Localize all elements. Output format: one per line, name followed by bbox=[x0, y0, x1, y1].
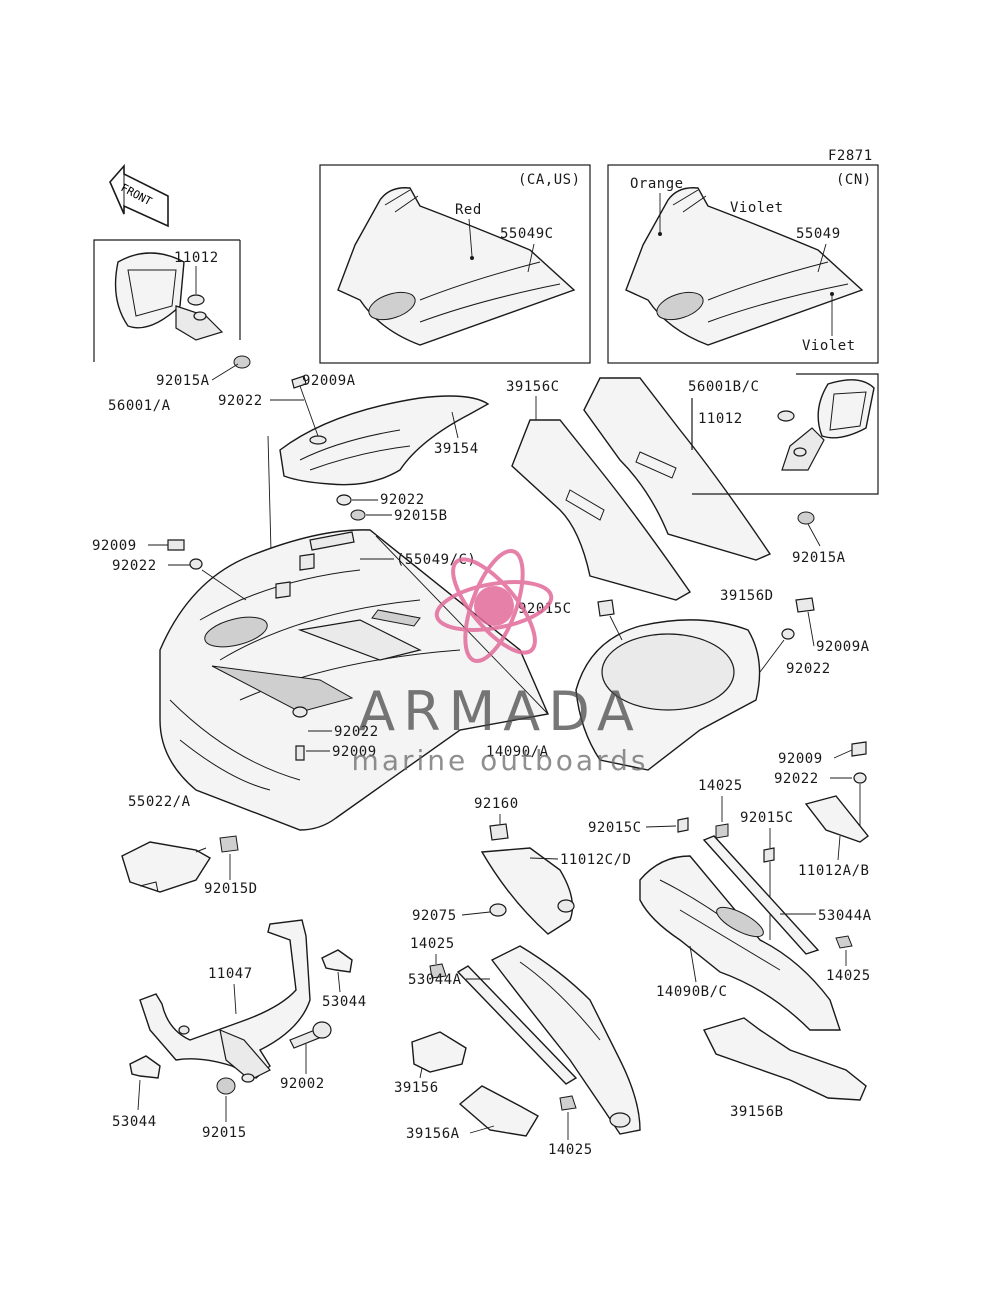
label-92022-lower: 92022 bbox=[334, 724, 379, 740]
label-56001bc: 56001B/C bbox=[688, 379, 759, 395]
box-ca-us-title: (CA,US) bbox=[518, 172, 581, 188]
label-92022-mid: 92022 bbox=[380, 492, 425, 508]
label-92015d: 92015D bbox=[204, 881, 258, 897]
label-39154: 39154 bbox=[434, 441, 479, 457]
label-92015-bottom: 92015 bbox=[202, 1125, 247, 1141]
label-14025-left: 14025 bbox=[410, 936, 455, 952]
label-92009-left: 92009 bbox=[92, 538, 137, 554]
label-11012-right: 11012 bbox=[698, 411, 743, 427]
label-92075: 92075 bbox=[412, 908, 457, 924]
label-14025-right: 14025 bbox=[826, 968, 871, 984]
label-11012-left: 11012 bbox=[174, 250, 219, 266]
stay-11047: 11047 53044 53044 92002 92015 bbox=[112, 919, 367, 1141]
label-92009-right: 92009 bbox=[778, 751, 823, 767]
label-92022-top: 92022 bbox=[218, 393, 263, 409]
small-cover-92015d: 92015D bbox=[121, 835, 258, 897]
label-92022-right2: 92022 bbox=[774, 771, 819, 787]
pads-39156c-d: 39156C 39156D bbox=[506, 377, 774, 604]
label-92160: 92160 bbox=[474, 796, 519, 812]
label-92015a-right: 92015A bbox=[792, 550, 846, 566]
box-cn-title: (CN) bbox=[836, 172, 872, 188]
label-11012cd: 11012C/D bbox=[560, 852, 631, 868]
front-direction-arrow: FRONT bbox=[109, 163, 169, 228]
label-39156: 39156 bbox=[394, 1080, 439, 1096]
note-violet-top: Violet bbox=[730, 200, 784, 216]
label-92002: 92002 bbox=[280, 1076, 325, 1092]
mirror-left-group: 11012 92015A 56001/A bbox=[93, 239, 251, 414]
label-92009-lower: 92009 bbox=[332, 744, 377, 760]
label-39156d: 39156D bbox=[720, 588, 774, 604]
label-53044a-right: 53044A bbox=[818, 908, 872, 924]
label-39156a: 39156A bbox=[406, 1126, 460, 1142]
box-ca-us: (CA,US) Red 55049C bbox=[319, 164, 591, 364]
label-53044-right: 53044 bbox=[322, 994, 367, 1010]
label-53044a-left: 53044A bbox=[408, 972, 462, 988]
note-violet-bottom: Violet bbox=[802, 338, 856, 354]
label-39156c: 39156C bbox=[506, 379, 560, 395]
lower-fairing-14090bc: 14090B/C bbox=[639, 855, 841, 1031]
watermark-name: ARMADA bbox=[358, 680, 642, 743]
label-92015b: 92015B bbox=[394, 508, 448, 524]
side-cover-11012cd: 92160 11012C/D 92075 bbox=[412, 796, 631, 935]
label-92015c-mid: 92015C bbox=[588, 820, 642, 836]
watermark-tagline: marine outboards bbox=[352, 744, 649, 777]
label-92015c-right: 92015C bbox=[740, 810, 794, 826]
note-orange: Orange bbox=[630, 176, 684, 192]
label-92022-left: 92022 bbox=[112, 558, 157, 574]
label-14090bc: 14090B/C bbox=[656, 984, 727, 1000]
label-11047: 11047 bbox=[208, 966, 253, 982]
meter-cover-14090: 92015C 92009A 92022 14090/A bbox=[486, 597, 870, 771]
label-55022a: 55022/A bbox=[128, 794, 191, 810]
label-39156b: 39156B bbox=[730, 1104, 784, 1120]
figure-code: F2871 bbox=[828, 148, 873, 164]
right-side-parts: 92009 92022 11012A/B 14025 92015C 92015C… bbox=[588, 741, 872, 984]
watermark: ARMADA marine outboards bbox=[352, 548, 649, 777]
label-92015a-left: 92015A bbox=[156, 373, 210, 389]
mirror-right-group: 56001B/C 11012 92015A bbox=[688, 373, 879, 566]
label-14025-top: 14025 bbox=[698, 778, 743, 794]
lower-parts: 14025 53044A 39156 39156A 14025 39156B bbox=[394, 936, 867, 1158]
label-55049: 55049 bbox=[796, 226, 841, 242]
label-56001a: 56001/A bbox=[108, 398, 171, 414]
box-cn: (CN) Orange Violet Violet 55049 bbox=[607, 164, 879, 364]
label-92009a-right: 92009A bbox=[816, 639, 870, 655]
label-92022-right: 92022 bbox=[786, 661, 831, 677]
label-14025-bottom: 14025 bbox=[548, 1142, 593, 1158]
upper-cowl-55022: 92009 92022 (55049/C) 92022 92009 55022/… bbox=[92, 529, 549, 831]
note-red: Red bbox=[455, 202, 482, 218]
label-53044-left: 53044 bbox=[112, 1114, 157, 1130]
label-11012ab: 11012A/B bbox=[798, 863, 869, 879]
propeller-logo bbox=[434, 548, 554, 664]
label-92009a-top: 92009A bbox=[302, 373, 356, 389]
label-14090a: 14090/A bbox=[486, 744, 549, 760]
label-55049c: 55049C bbox=[500, 226, 554, 242]
